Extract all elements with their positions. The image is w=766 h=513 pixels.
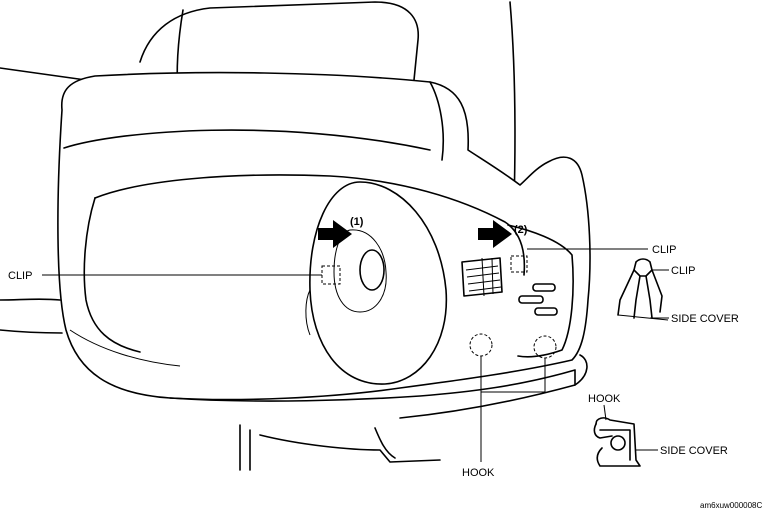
clip-marker-right xyxy=(510,255,528,273)
side-cover-label-1: SIDE COVER xyxy=(671,313,739,325)
figure-code: am6xuw000008C xyxy=(700,501,762,510)
step-1-label: (1) xyxy=(350,216,364,228)
hook-label-bottom: HOOK xyxy=(462,467,495,479)
side-cover-label-2: SIDE COVER xyxy=(660,445,728,457)
slide-lever-switch xyxy=(461,257,503,297)
clip-detail-label: CLIP xyxy=(671,265,695,277)
seat-base-rails xyxy=(0,329,588,471)
leader-lines xyxy=(42,248,648,462)
clip-label-right: CLIP xyxy=(652,244,676,256)
clip-detail xyxy=(617,258,669,321)
arrow-step-1 xyxy=(318,220,352,248)
clip-label-left: CLIP xyxy=(8,270,32,282)
step-2-label: (2) xyxy=(514,224,528,236)
side-panel-recess xyxy=(83,174,526,353)
arrow-step-2 xyxy=(478,220,512,248)
hook-detail xyxy=(593,404,658,467)
hook-detail-label: HOOK xyxy=(588,393,621,405)
right-panel-switches xyxy=(507,224,574,358)
